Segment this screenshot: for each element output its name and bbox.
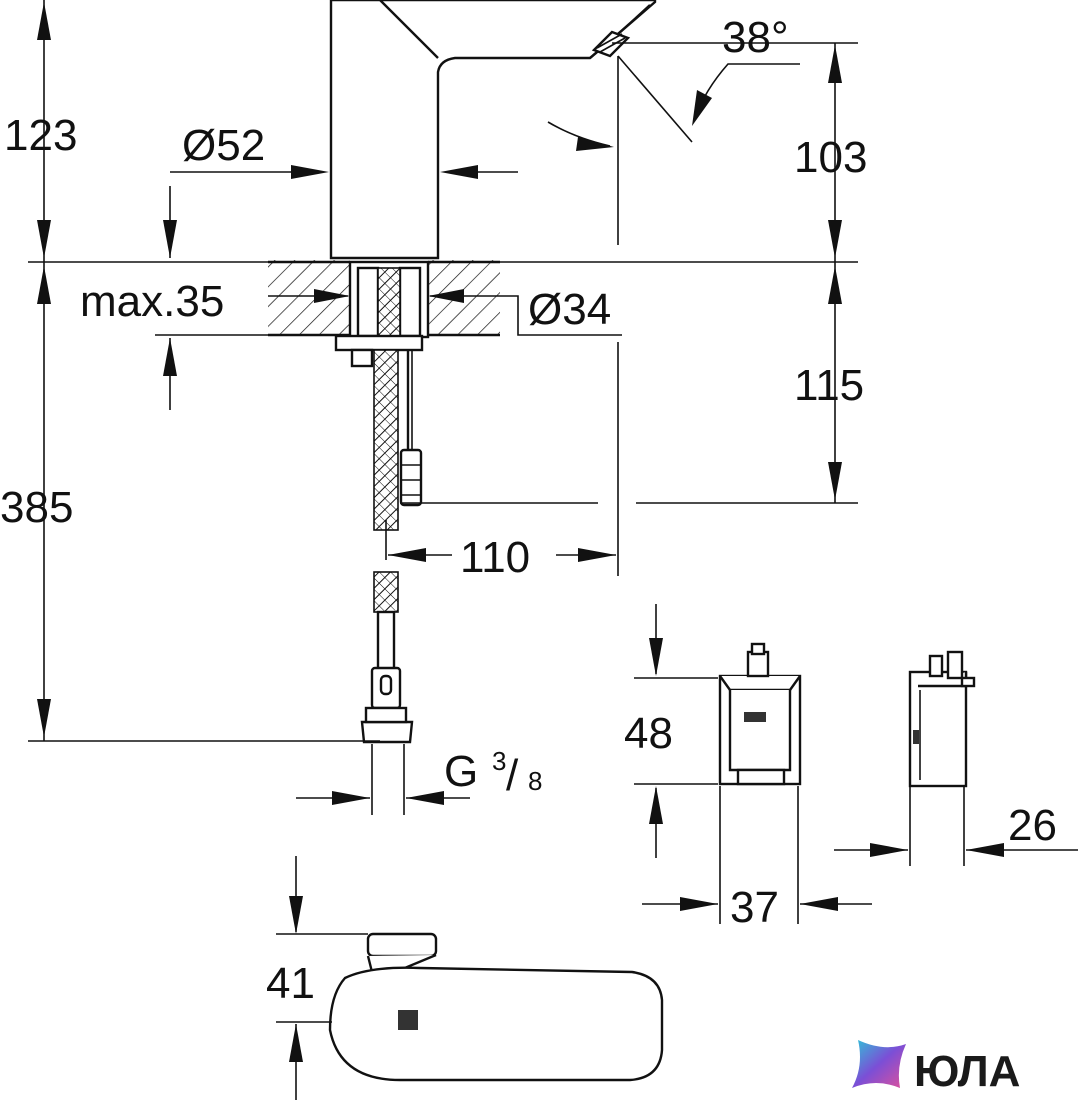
brand-logo: ЮЛА	[852, 1040, 1020, 1096]
label-max-35: max.35	[80, 277, 224, 326]
logo-text: ЮЛА	[914, 1047, 1020, 1096]
label-110: 110	[460, 533, 530, 582]
faucet-top-view	[276, 856, 664, 1100]
faucet-side-view	[329, 0, 657, 260]
label-connection-g: G	[444, 747, 478, 796]
supply-hose	[360, 349, 414, 744]
dimension-lines	[28, 0, 858, 815]
label-123: 123	[4, 111, 77, 160]
label-115: 115	[794, 361, 864, 410]
label-angle-38: 38°	[722, 13, 789, 62]
control-box-front	[634, 604, 872, 924]
control-box-side	[834, 650, 1078, 866]
dimension-labels: 123 Ø52 38° 103 max.35 Ø34 115 385 110 G…	[0, 13, 1057, 1008]
label-26: 26	[1008, 801, 1057, 850]
sensor-cable	[399, 350, 423, 507]
label-48: 48	[624, 709, 673, 758]
label-103: 103	[794, 133, 867, 182]
label-connection-slash: /	[506, 751, 519, 800]
label-connection-denominator: 8	[528, 766, 542, 796]
logo-mark-icon	[852, 1040, 906, 1088]
label-connection-numerator: 3	[492, 746, 506, 776]
label-37: 37	[730, 883, 779, 932]
label-41: 41	[266, 959, 315, 1008]
label-diameter-52: Ø52	[182, 121, 265, 170]
label-diameter-34: Ø34	[528, 285, 611, 334]
label-385: 385	[0, 483, 73, 532]
